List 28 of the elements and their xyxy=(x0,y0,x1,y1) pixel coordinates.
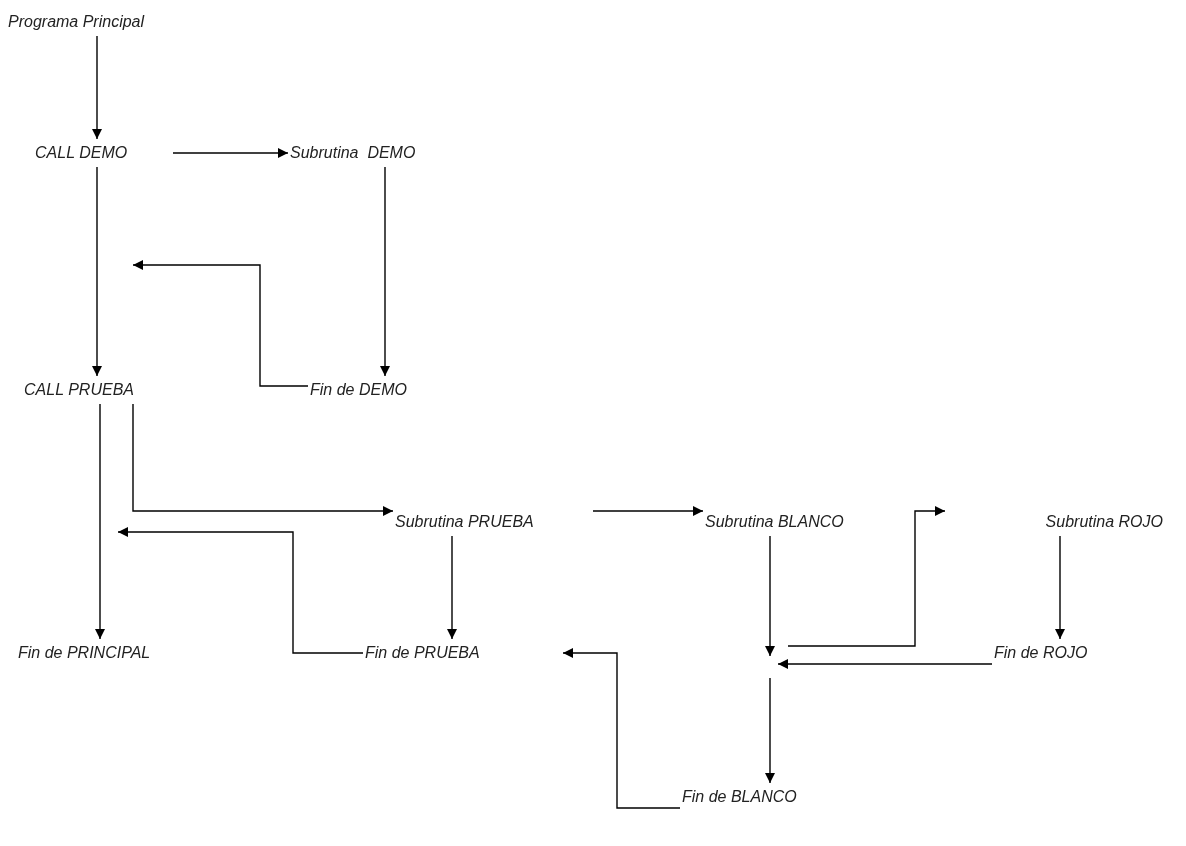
step-label: Fin de DEMO xyxy=(309,380,408,400)
arrow xyxy=(380,166,390,377)
step-label: Fin de ROJO xyxy=(993,643,1089,663)
arrow xyxy=(765,535,775,657)
arrow xyxy=(1055,535,1065,640)
arrow xyxy=(132,403,394,516)
arrow xyxy=(95,403,105,640)
arrow xyxy=(562,648,681,809)
arrow xyxy=(172,148,289,158)
arrow xyxy=(777,659,993,669)
step-label: Fin de PRINCIPAL xyxy=(17,643,152,663)
step-label: Subrutina BLANCO xyxy=(704,512,845,532)
step-label: Subrutina PRUEBA xyxy=(394,512,535,532)
step-label: CALL DEMO xyxy=(34,143,129,163)
arrow xyxy=(765,677,775,784)
arrow xyxy=(92,35,102,140)
step-label: Fin de BLANCO xyxy=(681,787,798,807)
arrow xyxy=(592,506,704,516)
arrow xyxy=(447,535,457,640)
step-label: Subrutina DEMO xyxy=(289,143,417,163)
arrow xyxy=(132,260,309,387)
step-label: Subrutina ROJO xyxy=(1044,512,1164,532)
step-label: Programa Principal xyxy=(7,12,146,32)
step-label: Fin de PRUEBA xyxy=(364,643,481,663)
arrow xyxy=(92,166,102,377)
arrow xyxy=(787,506,946,647)
arrow xyxy=(117,527,364,654)
step-label: CALL PRUEBA xyxy=(23,380,135,400)
